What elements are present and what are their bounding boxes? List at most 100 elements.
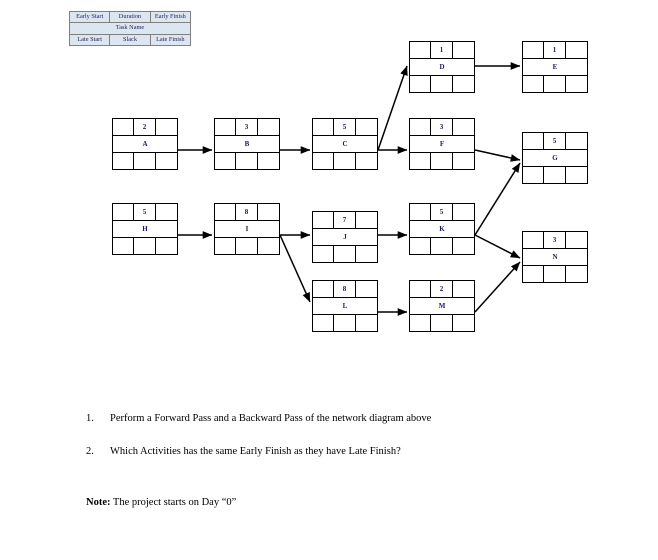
node-f-early-finish[interactable] (453, 119, 474, 135)
node-e-early-start[interactable] (523, 42, 545, 58)
node-d-early-start[interactable] (410, 42, 432, 58)
node-i-early-start[interactable] (215, 204, 237, 220)
node-f-late-start[interactable] (410, 153, 432, 169)
node-a-duration[interactable]: 2 (134, 119, 156, 135)
node-m-duration[interactable]: 2 (431, 281, 453, 297)
node-g-slack[interactable] (544, 167, 566, 183)
node-g-late-start[interactable] (523, 167, 545, 183)
node-e-late-start[interactable] (523, 76, 545, 92)
node-d-late-start[interactable] (410, 76, 432, 92)
node-a-late-start[interactable] (113, 153, 135, 169)
node-j-early-start[interactable] (313, 212, 335, 228)
node-h-early-finish[interactable] (156, 204, 177, 220)
node-c-early-finish[interactable] (356, 119, 377, 135)
node-d-slack[interactable] (431, 76, 453, 92)
node-l-duration[interactable]: 8 (334, 281, 356, 297)
node-g-early-start[interactable] (523, 133, 545, 149)
note-text: The project starts on Day “0” (110, 497, 237, 508)
node-d-late-finish[interactable] (453, 76, 474, 92)
node-k-early-finish[interactable] (453, 204, 474, 220)
node-g-late-finish[interactable] (566, 167, 587, 183)
node-f-late-finish[interactable] (453, 153, 474, 169)
node-h-slack[interactable] (134, 238, 156, 254)
node-a-early-start[interactable] (113, 119, 135, 135)
node-f-early-start[interactable] (410, 119, 432, 135)
node-d-early-finish[interactable] (453, 42, 474, 58)
node-b-early-finish[interactable] (258, 119, 279, 135)
node-l-early-finish[interactable] (356, 281, 377, 297)
node-n-slack[interactable] (544, 266, 566, 282)
node-k-late-finish[interactable] (453, 238, 474, 254)
node-l-early-start[interactable] (313, 281, 335, 297)
node-k-duration[interactable]: 5 (431, 204, 453, 220)
node-i-late-start[interactable] (215, 238, 237, 254)
node-a-slack[interactable] (134, 153, 156, 169)
node-c-slack[interactable] (334, 153, 356, 169)
node-k-slack[interactable] (431, 238, 453, 254)
node-a-late-finish[interactable] (156, 153, 177, 169)
node-g-early-finish[interactable] (566, 133, 587, 149)
node-f-duration[interactable]: 3 (431, 119, 453, 135)
node-k-early-start[interactable] (410, 204, 432, 220)
node-j-slack[interactable] (334, 246, 356, 262)
node-e-early-finish[interactable] (566, 42, 587, 58)
node-b-early-start[interactable] (215, 119, 237, 135)
node-n-late-start[interactable] (523, 266, 545, 282)
node-l-late-start[interactable] (313, 315, 335, 331)
node-row-late (215, 153, 279, 169)
node-m-late-start[interactable] (410, 315, 432, 331)
node-h-duration[interactable]: 5 (134, 204, 156, 220)
node-c-early-start[interactable] (313, 119, 335, 135)
node-i-slack[interactable] (236, 238, 258, 254)
node-h-early-start[interactable] (113, 204, 135, 220)
node-i-early-finish[interactable] (258, 204, 279, 220)
node-b-slack[interactable] (236, 153, 258, 169)
node-j-late-finish[interactable] (356, 246, 377, 262)
node-g-duration[interactable]: 5 (544, 133, 566, 149)
node-n-early-start[interactable] (523, 232, 545, 248)
node-c-duration[interactable]: 5 (334, 119, 356, 135)
node-k-late-start[interactable] (410, 238, 432, 254)
node-n-duration[interactable]: 3 (544, 232, 566, 248)
node-j-late-start[interactable] (313, 246, 335, 262)
node-a-early-finish[interactable] (156, 119, 177, 135)
node-m-early-start[interactable] (410, 281, 432, 297)
node-e-late-finish[interactable] (566, 76, 587, 92)
node-j-early-finish[interactable] (356, 212, 377, 228)
node-b-late-finish[interactable] (258, 153, 279, 169)
node-c-late-start[interactable] (313, 153, 335, 169)
node-h-late-finish[interactable] (156, 238, 177, 254)
node-m-early-finish[interactable] (453, 281, 474, 297)
node-f-slack[interactable] (431, 153, 453, 169)
node-n-early-finish[interactable] (566, 232, 587, 248)
node-c-late-finish[interactable] (356, 153, 377, 169)
node-e-duration[interactable]: 1 (544, 42, 566, 58)
node-n-late-finish[interactable] (566, 266, 587, 282)
node-i-duration[interactable]: 8 (236, 204, 258, 220)
node-i-late-finish[interactable] (258, 238, 279, 254)
node-e-slack[interactable] (544, 76, 566, 92)
node-l-late-finish[interactable] (356, 315, 377, 331)
node-m-slack[interactable] (431, 315, 453, 331)
node-d-duration[interactable]: 1 (431, 42, 453, 58)
node-h-late-start[interactable] (113, 238, 135, 254)
node-m-late-finish[interactable] (453, 315, 474, 331)
node-b-late-start[interactable] (215, 153, 237, 169)
node-b-duration[interactable]: 3 (236, 119, 258, 135)
node-j-duration[interactable]: 7 (334, 212, 356, 228)
node-l-slack[interactable] (334, 315, 356, 331)
